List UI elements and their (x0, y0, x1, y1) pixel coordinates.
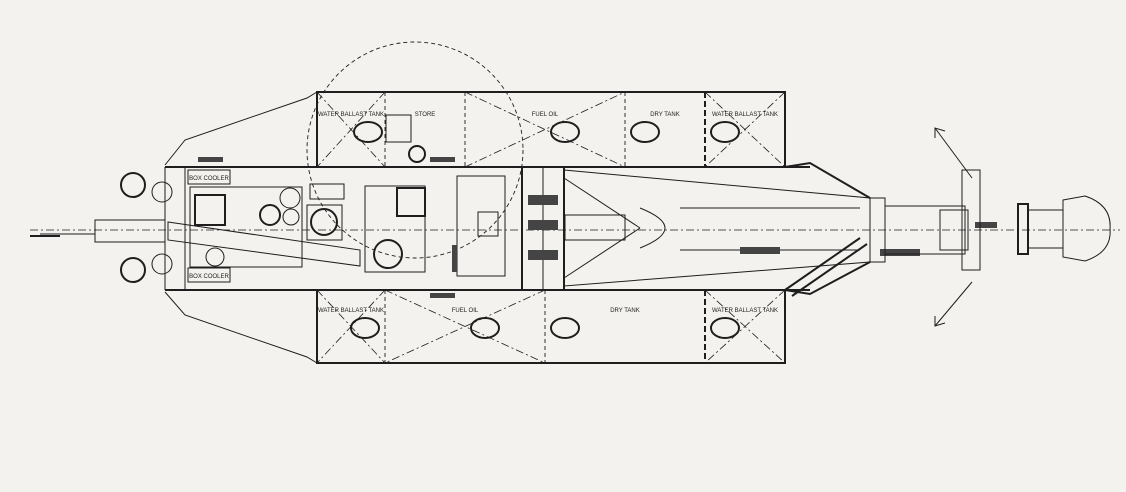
gantry-frame (521, 166, 565, 291)
box-cooler-label-bottom: BOX COOLER (189, 274, 229, 280)
tank-label-store: STORE (415, 112, 436, 118)
suction-pipe (30, 172, 1120, 283)
tank-label-water-ballast-top-2: WATER BALLAST TANK (712, 112, 778, 118)
top-manholes (353, 121, 740, 143)
tank-label-dry-tank-top: DRY TANK (650, 112, 680, 118)
engine-room (187, 169, 506, 283)
tank-label-fuel-oil-bottom: FUEL OIL (452, 308, 479, 314)
swing-radius-circle (306, 41, 524, 259)
tank-label-dry-tank-bottom: DRY TANK (610, 308, 640, 314)
tank-label-water-ballast-bottom-2: WATER BALLAST TANK (712, 308, 778, 314)
tank-label-fuel-oil-top: FUEL OIL (532, 112, 559, 118)
hull-outline (164, 91, 810, 364)
tank-label-water-ballast-top-1: WATER BALLAST TANK (318, 112, 384, 118)
tank-label-water-ballast-bottom-1: WATER BALLAST TANK (318, 308, 384, 314)
box-cooler-label-top: BOX COOLER (189, 176, 229, 182)
bottom-manholes (350, 317, 740, 339)
swing-wire-arrows (934, 127, 973, 327)
cutter-head (1017, 195, 1111, 262)
cutter-ladder (563, 161, 997, 297)
